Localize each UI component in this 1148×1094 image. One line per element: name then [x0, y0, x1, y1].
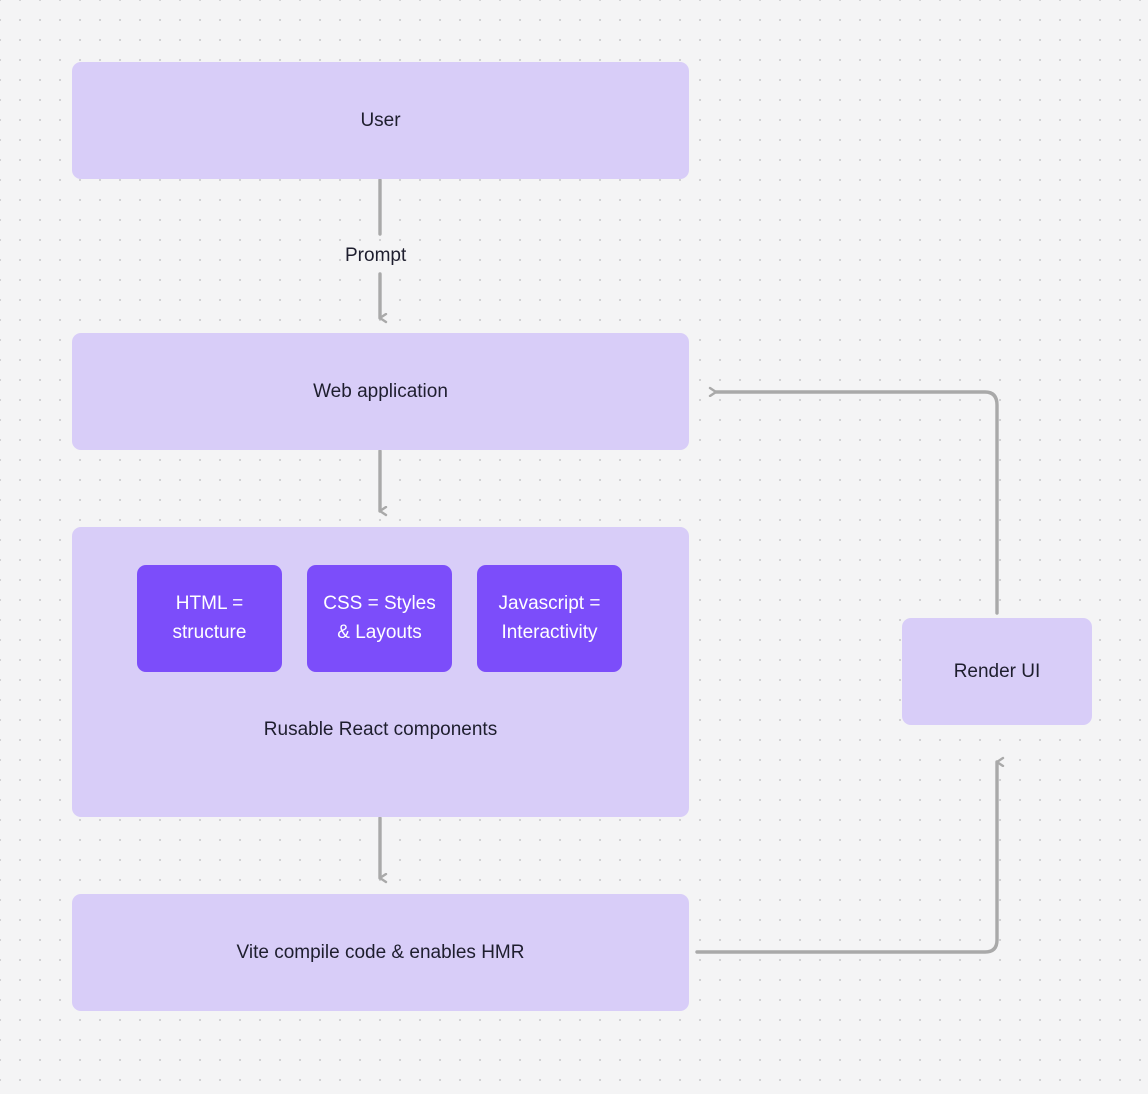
chip-html-label: HTML = structure [173, 590, 247, 647]
edge-label-prompt: Prompt [345, 245, 407, 266]
node-render-ui-label: Render UI [953, 660, 1041, 682]
node-user-label: User [360, 109, 401, 131]
node-user[interactable]: User [72, 62, 689, 179]
chip-javascript-line1: Javascript = [498, 593, 601, 614]
chip-html[interactable]: HTML = structure [137, 565, 282, 672]
chip-css-line1: CSS = Styles [323, 593, 436, 614]
chip-css[interactable]: CSS = Styles & Layouts [307, 565, 452, 672]
chip-row: HTML = structure CSS = Styles & Layouts … [137, 565, 622, 672]
node-web-application-label: Web application [313, 380, 448, 402]
chip-css-label: CSS = Styles & Layouts [323, 590, 435, 647]
edge-render-to-webapp [716, 392, 999, 615]
chip-javascript[interactable]: Javascript = Interactivity [477, 565, 622, 672]
node-react-components[interactable]: HTML = structure CSS = Styles & Layouts … [72, 527, 689, 817]
chip-javascript-label: Javascript = Interactivity [499, 590, 601, 647]
edge-vite-to-render [695, 762, 997, 954]
node-vite-label: Vite compile code & enables HMR [236, 941, 525, 963]
node-vite[interactable]: Vite compile code & enables HMR [72, 894, 689, 1011]
chip-html-line2: structure [172, 621, 247, 643]
chip-html-line1: HTML = [175, 593, 244, 614]
chip-javascript-line2: Interactivity [501, 621, 598, 643]
node-render-ui[interactable]: Render UI [902, 618, 1092, 725]
chip-css-line2: & Layouts [337, 621, 422, 643]
node-web-application[interactable]: Web application [72, 333, 689, 450]
node-react-components-caption: Rusable React components [263, 719, 498, 740]
